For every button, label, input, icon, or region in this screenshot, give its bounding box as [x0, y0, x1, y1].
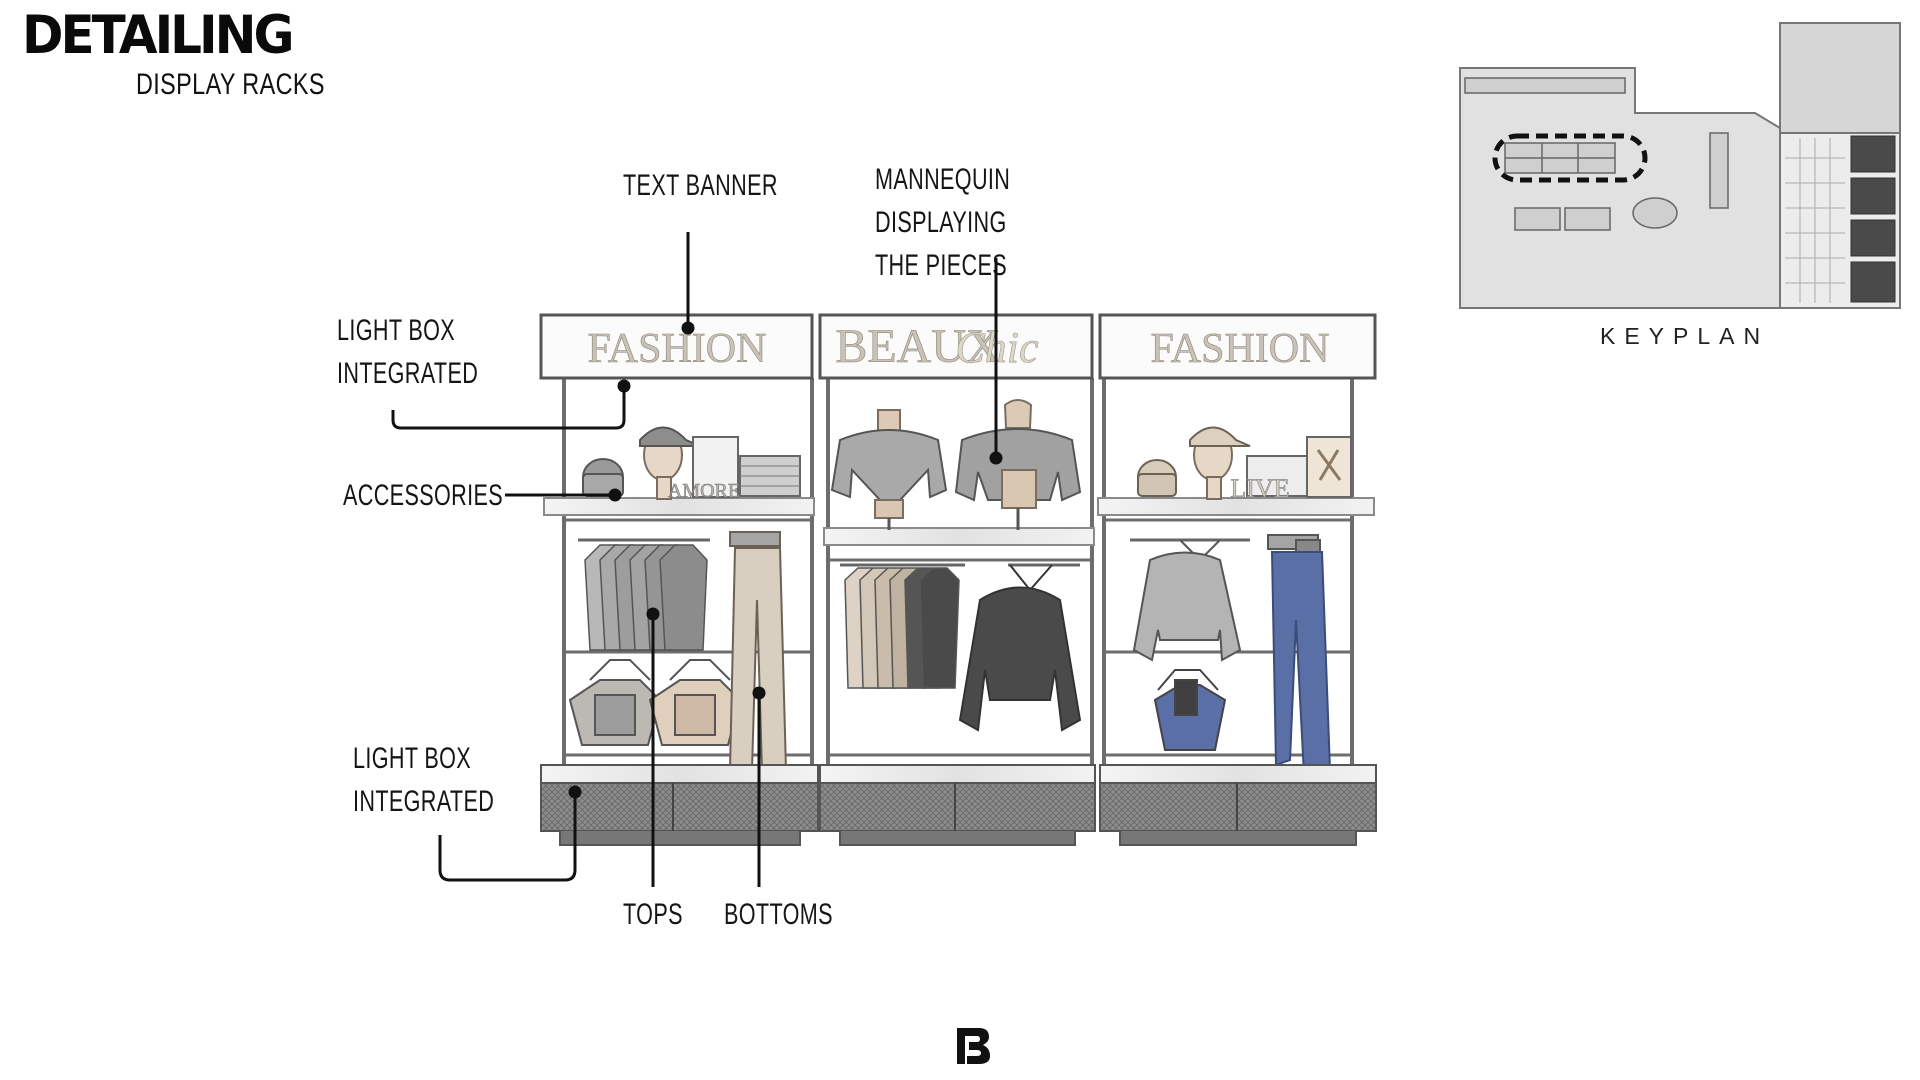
brand-logo-icon: [957, 1028, 990, 1064]
base-right: [1099, 764, 1377, 846]
sign-left-text: AMORE: [668, 480, 740, 502]
tops-left-group: [584, 544, 708, 651]
keyplan-drawing: [1455, 18, 1905, 313]
shelves: [543, 497, 1375, 546]
page-title: DETAILING: [22, 4, 295, 66]
label-light-box-top: LIGHT BOX INTEGRATED: [337, 314, 479, 390]
accessories-right: LIVE: [1137, 426, 1352, 503]
label-tops: TOPS: [623, 898, 683, 931]
bra-left-1: [568, 659, 662, 746]
banner-center: BEAUX Chic: [818, 313, 1094, 380]
label-bottoms: BOTTOMS: [724, 898, 833, 931]
banner-right-text: FASHION: [1151, 326, 1330, 372]
banner-left: FASHION: [539, 313, 814, 380]
banner-center-text: BEAUX: [835, 320, 1000, 373]
label-light-box-bottom: LIGHT BOX INTEGRATED: [353, 742, 495, 818]
label-text-banner: TEXT BANNER: [623, 169, 778, 202]
banner-left-text: FASHION: [588, 326, 767, 372]
page-subtitle: DISPLAY RACKS: [136, 68, 325, 101]
bra-right: [1153, 669, 1227, 751]
keyplan-highlight: [1492, 133, 1648, 183]
accessories-left: AMORE: [582, 426, 801, 502]
mannequin-right: [954, 399, 1082, 530]
label-accessories: ACCESSORIES: [343, 479, 504, 512]
base-left: [540, 764, 819, 846]
leader-lines: [391, 232, 1003, 887]
sweater-right: [1132, 539, 1242, 662]
banner-right: FASHION: [1098, 313, 1377, 380]
keyplan-caption: KEYPLAN: [1600, 323, 1770, 349]
tops-center-group: [844, 567, 960, 689]
mannequin-left: [830, 409, 948, 530]
hanging-rods: [578, 538, 1250, 567]
bra-left-2: [648, 659, 742, 746]
sign-right-text: LIVE: [1230, 474, 1289, 503]
base-center: [819, 764, 1096, 846]
label-mannequin: MANNEQUIN DISPLAYING THE PIECES: [875, 163, 1011, 282]
bottoms-right: [1267, 534, 1332, 777]
hoodie-center: [958, 564, 1082, 732]
bottoms-left: [728, 531, 788, 771]
